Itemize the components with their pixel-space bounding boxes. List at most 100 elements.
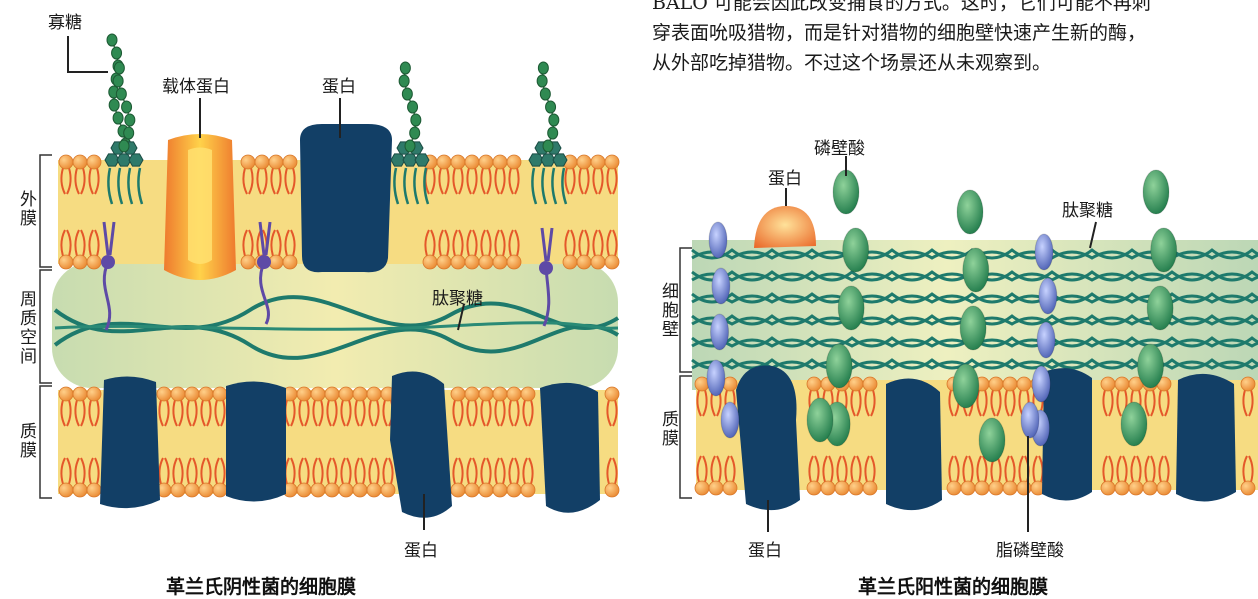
lipid-head: [863, 377, 877, 391]
lipid-head: [87, 387, 101, 401]
label-gp-peptidoglycan: 肽聚糖: [1062, 196, 1113, 221]
lipid-head: [157, 387, 171, 401]
lipoteichoic-acid-bead: [709, 222, 727, 258]
lipid-head: [59, 483, 73, 497]
teichoic-acid-bead: [979, 418, 1005, 462]
lipid-head: [1241, 481, 1255, 495]
lipid-head: [73, 483, 87, 497]
lipid-head: [577, 155, 591, 169]
label-teichoic-acid: 磷壁酸: [814, 134, 865, 159]
lipid-head: [423, 255, 437, 269]
lipid-head: [479, 255, 493, 269]
lipid-head: [451, 155, 465, 169]
lipid-head: [849, 377, 863, 391]
lipid-head: [479, 483, 493, 497]
lipid-head: [241, 155, 255, 169]
label-cell-wall: 细胞壁: [656, 282, 681, 339]
teichoic-acid-bead: [1143, 170, 1169, 214]
teichoic-acid-bead: [807, 398, 833, 442]
teichoic-acid-bead: [1137, 344, 1163, 388]
lipid-head: [591, 155, 605, 169]
lipoteichoic-acid-bead: [1035, 234, 1053, 270]
label-peptidoglycan: 肽聚糖: [432, 284, 483, 309]
lipid-head: [1129, 481, 1143, 495]
oligosaccharide-bead: [114, 62, 124, 74]
outer-membrane-protein: [300, 124, 392, 272]
lipid-head: [989, 377, 1003, 391]
lipid-head: [1115, 481, 1129, 495]
label-protein-bottom: 蛋白: [404, 536, 438, 561]
lipid-head: [353, 483, 367, 497]
lipid-head: [1143, 481, 1157, 495]
gram-positive-diagram: [640, 0, 1258, 598]
lipid-head: [87, 155, 101, 169]
oligosaccharide-bead: [549, 114, 559, 126]
teichoic-acid-bead: [838, 286, 864, 330]
lipid-head: [269, 255, 283, 269]
cell-wall-bracket: [680, 248, 692, 372]
plasma-membrane-protein: [390, 372, 452, 518]
lipid-head: [975, 481, 989, 495]
lipid-head: [451, 255, 465, 269]
lipid-head: [451, 387, 465, 401]
teichoic-acid-bead: [963, 248, 989, 292]
plasma-membrane-protein: [540, 383, 600, 513]
oligosaccharide-bead: [125, 114, 135, 126]
oligosaccharide-bead: [537, 75, 547, 87]
gp-membrane-protein: [1176, 374, 1236, 502]
lipid-head: [339, 483, 353, 497]
oligosaccharide-bead: [119, 140, 129, 152]
caption-gram-positive: 革兰氏阳性菌的细胞膜: [858, 572, 1048, 599]
lipid-head: [493, 483, 507, 497]
lipoteichoic-acid-bead: [1032, 366, 1050, 402]
oligosaccharide-bead: [543, 140, 553, 152]
lipid-head: [577, 255, 591, 269]
plasma-membrane-protein: [100, 376, 160, 508]
oligosaccharide-bead: [411, 114, 421, 126]
label-carrier-protein: 载体蛋白: [162, 72, 230, 97]
lipid-head: [989, 481, 1003, 495]
oligosaccharide-bead: [109, 99, 119, 111]
teichoic-acid-bead: [833, 170, 859, 214]
label-protein-top: 蛋白: [322, 72, 356, 97]
lipid-head: [521, 387, 535, 401]
oligosaccharide-bead: [112, 47, 122, 59]
teichoic-acid-bead: [953, 364, 979, 408]
gram-negative-diagram: [0, 0, 640, 598]
lipid-head: [605, 387, 619, 401]
lipid-head: [1241, 377, 1255, 391]
lipoteichoic-acid-bead: [711, 314, 729, 350]
lipid-head: [1157, 481, 1171, 495]
lipid-head: [465, 387, 479, 401]
lipid-head: [563, 255, 577, 269]
lipid-head: [605, 483, 619, 497]
lps-core: [415, 154, 429, 166]
lipid-head: [171, 387, 185, 401]
oligosaccharide-bead: [540, 88, 550, 100]
lipid-head: [59, 387, 73, 401]
label-gp-protein-top: 蛋白: [768, 164, 802, 189]
lipid-head: [213, 387, 227, 401]
lipid-head: [325, 483, 339, 497]
lipid-head: [835, 481, 849, 495]
lipid-head: [437, 255, 451, 269]
lipid-head: [367, 387, 381, 401]
lipid-head: [1003, 481, 1017, 495]
lipid-head: [87, 483, 101, 497]
lipid-head: [255, 155, 269, 169]
teichoic-acid-bead: [960, 306, 986, 350]
lipid-head: [493, 255, 507, 269]
oligosaccharide-bead: [405, 140, 415, 152]
oligosaccharide-bead: [400, 62, 410, 74]
lipoteichoic-acid-bead: [1039, 278, 1057, 314]
oligosaccharide-bead: [408, 101, 418, 113]
lipid-head: [723, 481, 737, 495]
lipoteichoic-acid-bead: [712, 268, 730, 304]
lipid-head: [325, 387, 339, 401]
lipid-head: [521, 483, 535, 497]
lipid-head: [709, 481, 723, 495]
lipid-head: [269, 155, 283, 169]
lipid-head: [311, 387, 325, 401]
lipid-head: [381, 483, 395, 497]
teichoic-acid-bead: [1121, 402, 1147, 446]
